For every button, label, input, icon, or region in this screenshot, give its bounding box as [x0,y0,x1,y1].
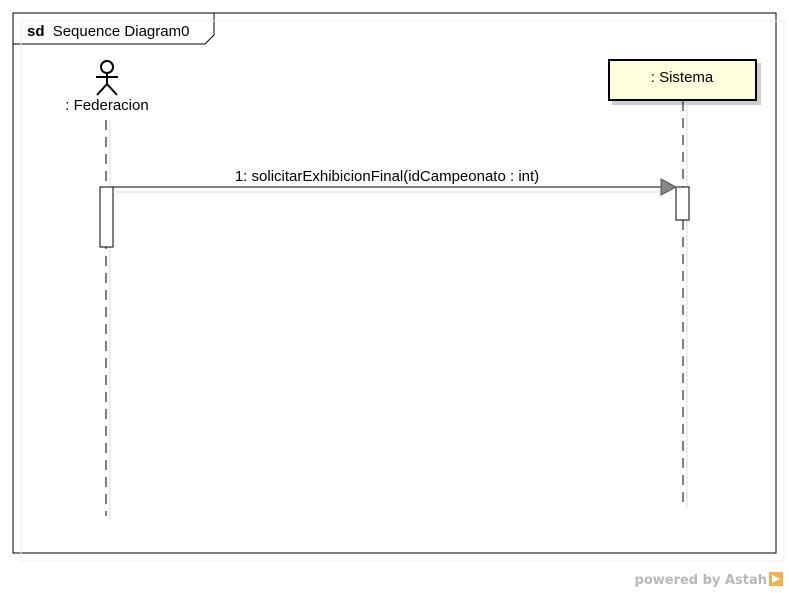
actor-icon [96,60,118,96]
message-arrowhead [660,178,678,196]
lifeline-label-sistema: : Sistema [651,69,714,86]
object-box-sistema [608,59,757,101]
lifeline-sistema[interactable]: : Sistema [608,59,757,508]
frame-title: sd Sequence Diagram0 [27,23,189,40]
watermark-text: powered by Astah [634,573,767,588]
lifeline-federacion[interactable]: : Federacion [65,60,149,520]
diagram-frame [12,12,777,554]
watermark: powered by Astah [635,572,783,588]
lifeline-label-federacion: : Federacion [65,97,148,114]
frame-title-tab [13,13,215,45]
message-label: 1: solicitarExhibicionFinal(idCampeonato… [235,168,539,185]
frame-shadow [20,20,785,562]
frame-keyword: sd [27,23,45,40]
activation-bar-sistema [675,186,690,221]
frame-name: Sequence Diagram0 [53,23,190,40]
activation-bar-federacion [99,186,114,248]
astah-logo-icon [769,572,783,586]
message-1[interactable]: 1: solicitarExhibicionFinal(idCampeonato… [113,168,678,196]
